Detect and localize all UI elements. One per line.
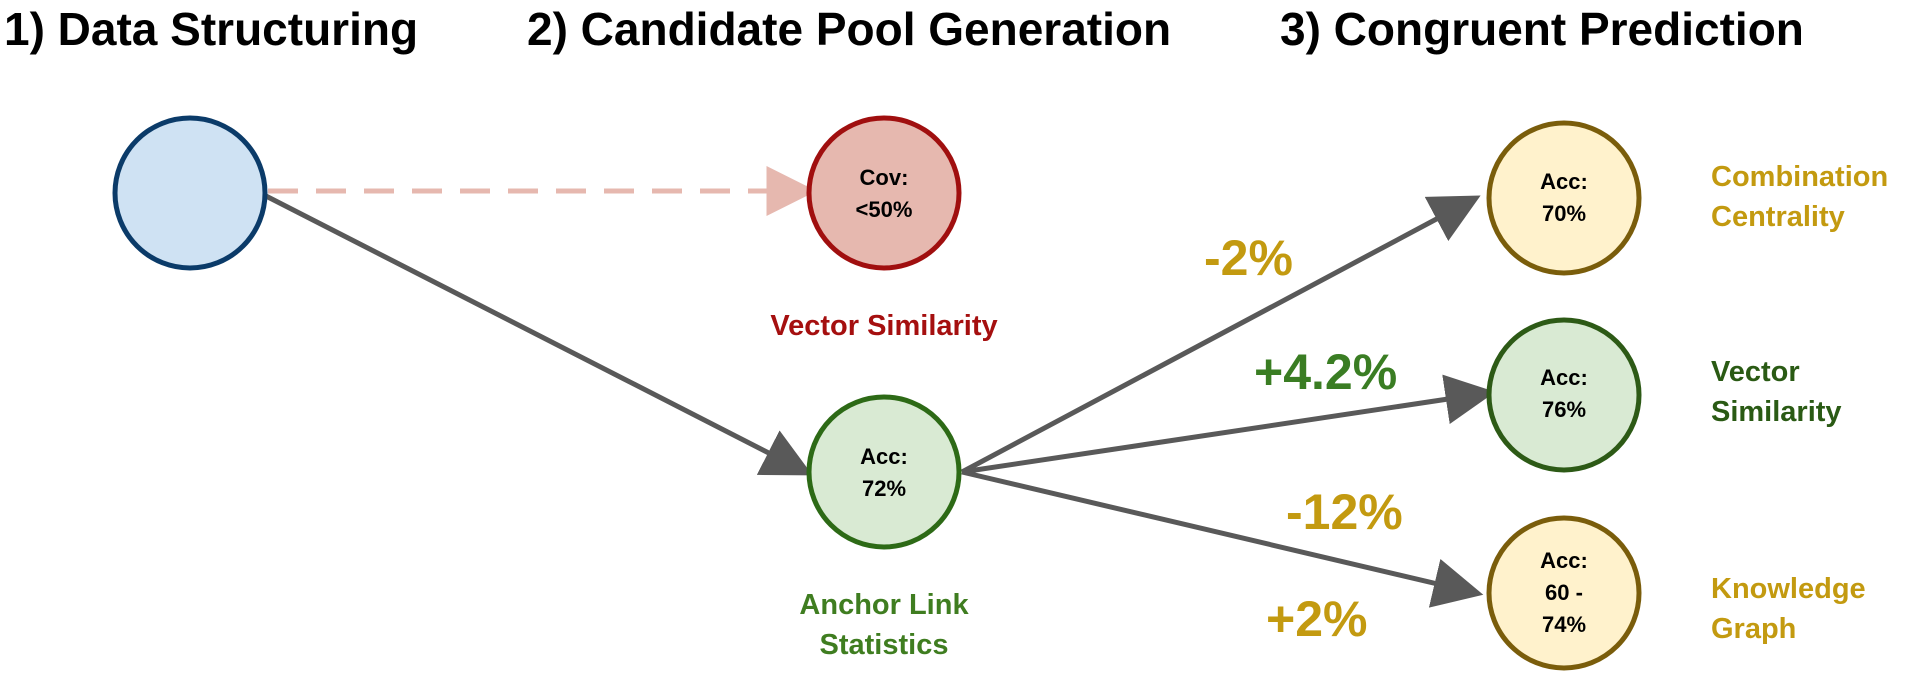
node-text-line: 76% [1541, 397, 1587, 422]
edge-data-to-anchor-pool [262, 192, 813, 476]
edge-anchor-to-knowledge [961, 469, 1484, 608]
method-label-line: Vector Similarity [770, 310, 998, 342]
edge-anchor-to-combination [960, 195, 1481, 475]
combination-centrality-label: Combination Centrality [1711, 157, 1888, 237]
vector-similarity-pred-label: Vector Similarity [1711, 352, 1842, 432]
vector-pool-node [806, 115, 962, 271]
data-node [112, 115, 268, 271]
combination-node-text: Acc: 70% [1514, 166, 1614, 230]
node-text-line: 60 - [1545, 580, 1583, 605]
anchor-pool-node-text: Acc: 72% [834, 441, 934, 505]
node-text-line: Acc: [1540, 169, 1588, 194]
node-text-line: Acc: [1540, 365, 1588, 390]
method-label-line: Vector [1711, 356, 1800, 388]
node-text-line: Acc: [1540, 548, 1588, 573]
combination-centrality-node [1486, 120, 1642, 276]
node-text-line: 70% [1541, 201, 1587, 226]
node-text-line: Acc: [860, 444, 908, 469]
delta-minus-2: -2% [1204, 230, 1293, 286]
delta-plus-4-2: +4.2% [1254, 344, 1398, 400]
node-text-line: <50% [855, 197, 913, 222]
method-label-line: Knowledge [1711, 573, 1866, 605]
method-label-line: Similarity [1711, 396, 1842, 428]
vector-similarity-pool-label: Vector Similarity [746, 306, 1022, 346]
heading-congruent-prediction: 3) Congruent Prediction [1280, 3, 1804, 55]
anchor-pool-node [806, 394, 962, 550]
vector-pred-node-text: Acc: 76% [1514, 362, 1614, 426]
edge-anchor-to-vector-pred [961, 374, 1496, 475]
method-label-line: Graph [1711, 613, 1797, 645]
vector-similarity-node [1486, 317, 1642, 473]
vector-pool-node-text: Cov: <50% [834, 162, 934, 226]
knowledge-graph-node [1486, 515, 1642, 671]
delta-minus-12: -12% [1286, 484, 1403, 540]
delta-plus-2: +2% [1266, 591, 1368, 647]
knowledge-graph-label: Knowledge Graph [1711, 569, 1866, 649]
method-label-line: Statistics [819, 629, 949, 661]
method-label-line: Combination [1711, 161, 1889, 193]
node-text-line: Cov: [859, 165, 909, 190]
method-label-line: Centrality [1711, 201, 1845, 233]
heading-data-structuring: 1) Data Structuring [4, 3, 419, 55]
heading-candidate-pool-generation: 2) Candidate Pool Generation [527, 3, 1172, 55]
node-text-line: 72% [861, 476, 907, 501]
method-label-line: Anchor Link [799, 589, 969, 621]
anchor-link-statistics-label: Anchor Link Statistics [744, 585, 1024, 665]
node-text-line: 74% [1541, 612, 1587, 637]
knowledge-node-text: Acc: 60 - 74% [1514, 545, 1614, 641]
